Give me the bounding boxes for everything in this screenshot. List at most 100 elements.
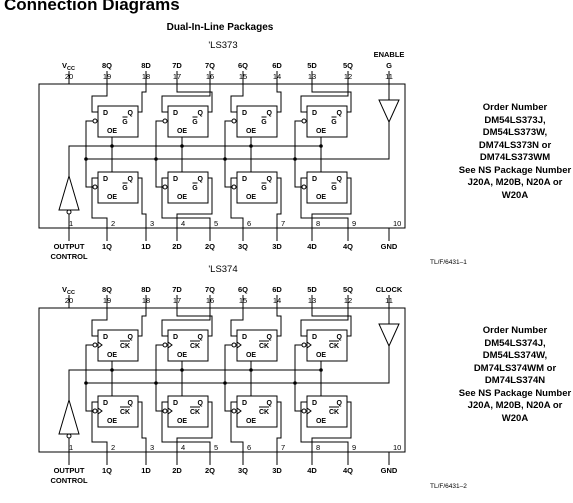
data-wire — [91, 308, 108, 337]
inversion-bubble — [162, 342, 168, 348]
latch-pin-d: D — [312, 400, 317, 407]
data-wire — [138, 84, 147, 113]
latch-body — [306, 105, 348, 138]
pin-number: 20 — [65, 296, 73, 305]
latch-pin-q: Q — [337, 334, 343, 341]
control-bus — [86, 346, 390, 384]
order-line: Order Number — [482, 325, 548, 336]
order-line: J20A, M20B, N20A or — [467, 400, 563, 411]
inversion-bubble — [231, 408, 237, 414]
pin-number: 1 — [69, 443, 73, 452]
pin-label: 1D — [141, 466, 151, 475]
control-pin-label: CLOCK — [376, 285, 403, 294]
latch-pin-control: G — [122, 185, 128, 192]
pin-number: 15 — [239, 72, 247, 81]
pin-label: 5Q — [343, 61, 353, 70]
clock-wedge — [306, 341, 312, 349]
order-line: DM54LS374W, — [482, 350, 548, 361]
latch-pin-q: Q — [267, 400, 273, 407]
data-wire — [91, 177, 108, 228]
pin-label: 7Q — [205, 285, 215, 294]
latch-body — [236, 171, 278, 204]
latch-pin-q: Q — [267, 334, 273, 341]
figure-ref: TL/F/6431–2 — [430, 483, 467, 490]
pin-label: 6D — [272, 285, 282, 294]
latch-pin-oe: OE — [107, 352, 117, 359]
pin-label: 4Q — [343, 466, 353, 475]
order-line: Order Number — [482, 102, 548, 113]
latch-pin-q: Q — [128, 400, 134, 407]
inversion-bubble — [231, 342, 237, 348]
latch-pin-d: D — [103, 176, 108, 183]
pin-label: 3D — [272, 242, 282, 251]
latch-pin-d: D — [103, 400, 108, 407]
latch-pin-control: CK — [259, 409, 269, 416]
pin-label: 1Q — [102, 242, 112, 251]
latch-pin-d: D — [173, 400, 178, 407]
inversion-bubble — [162, 408, 168, 414]
latch-body — [306, 329, 348, 362]
pin-label: 2D — [172, 466, 182, 475]
data-wire — [311, 308, 352, 337]
oe-bus — [68, 145, 321, 176]
pin-number: 19 — [103, 296, 111, 305]
pin-number: 12 — [344, 72, 352, 81]
pin-label: GND — [381, 466, 398, 475]
pin-number: 9 — [352, 443, 356, 452]
data-wire — [176, 308, 213, 337]
data-wire — [300, 177, 349, 228]
latch-pin-d: D — [242, 110, 247, 117]
latch-pin-control: G — [331, 119, 337, 126]
pin-number: 7 — [281, 443, 285, 452]
pin-label: 3Q — [238, 242, 248, 251]
latch-body — [236, 329, 278, 362]
latch-pin-oe: OE — [107, 194, 117, 201]
data-wire — [276, 177, 282, 228]
order-line: DM54LS373W, — [482, 127, 548, 138]
pin-number: 17 — [173, 296, 181, 305]
inversion-bubble — [301, 342, 307, 348]
latch-pin-d: D — [242, 400, 247, 407]
data-wire — [91, 84, 108, 113]
oe-bus — [68, 369, 321, 400]
inversion-bubble — [162, 118, 168, 124]
pin-label: 1Q — [102, 466, 112, 475]
control-bus — [86, 122, 390, 160]
pin-number: 4 — [181, 219, 185, 228]
latch-pin-d: D — [312, 110, 317, 117]
latch-body — [306, 395, 348, 428]
control-pin-label: ENABLE — [374, 50, 405, 59]
latch-body — [97, 171, 139, 204]
latch-pin-oe: OE — [246, 194, 256, 201]
pin-label: 4D — [307, 242, 317, 251]
pin-label: 3D — [272, 466, 282, 475]
pin-number: 6 — [247, 443, 251, 452]
order-line: See NS Package Number — [458, 387, 572, 399]
latch-body — [167, 329, 209, 362]
inversion-bubble — [162, 184, 168, 190]
clock-wedge — [167, 341, 173, 349]
pin-label: CONTROL — [50, 252, 87, 261]
control-wire — [155, 344, 163, 383]
order-line: See NS Package Number — [458, 164, 572, 176]
pin-label: 1D — [141, 242, 151, 251]
data-wire — [91, 401, 108, 452]
pin-label: 6Q — [238, 61, 248, 70]
page-title: Connection Diagrams — [4, 0, 180, 14]
latch-pin-d: D — [312, 176, 317, 183]
pin-number: 8 — [316, 443, 320, 452]
data-wire — [161, 401, 211, 452]
data-wire — [138, 177, 147, 228]
data-wire — [230, 308, 244, 337]
pin-number: 11 — [385, 72, 393, 81]
pin-number: 5 — [214, 219, 218, 228]
inversion-bubble — [92, 408, 98, 414]
latch-pin-oe: OE — [316, 194, 326, 201]
pin-number: 18 — [142, 72, 150, 81]
pin-number: 8 — [316, 219, 320, 228]
